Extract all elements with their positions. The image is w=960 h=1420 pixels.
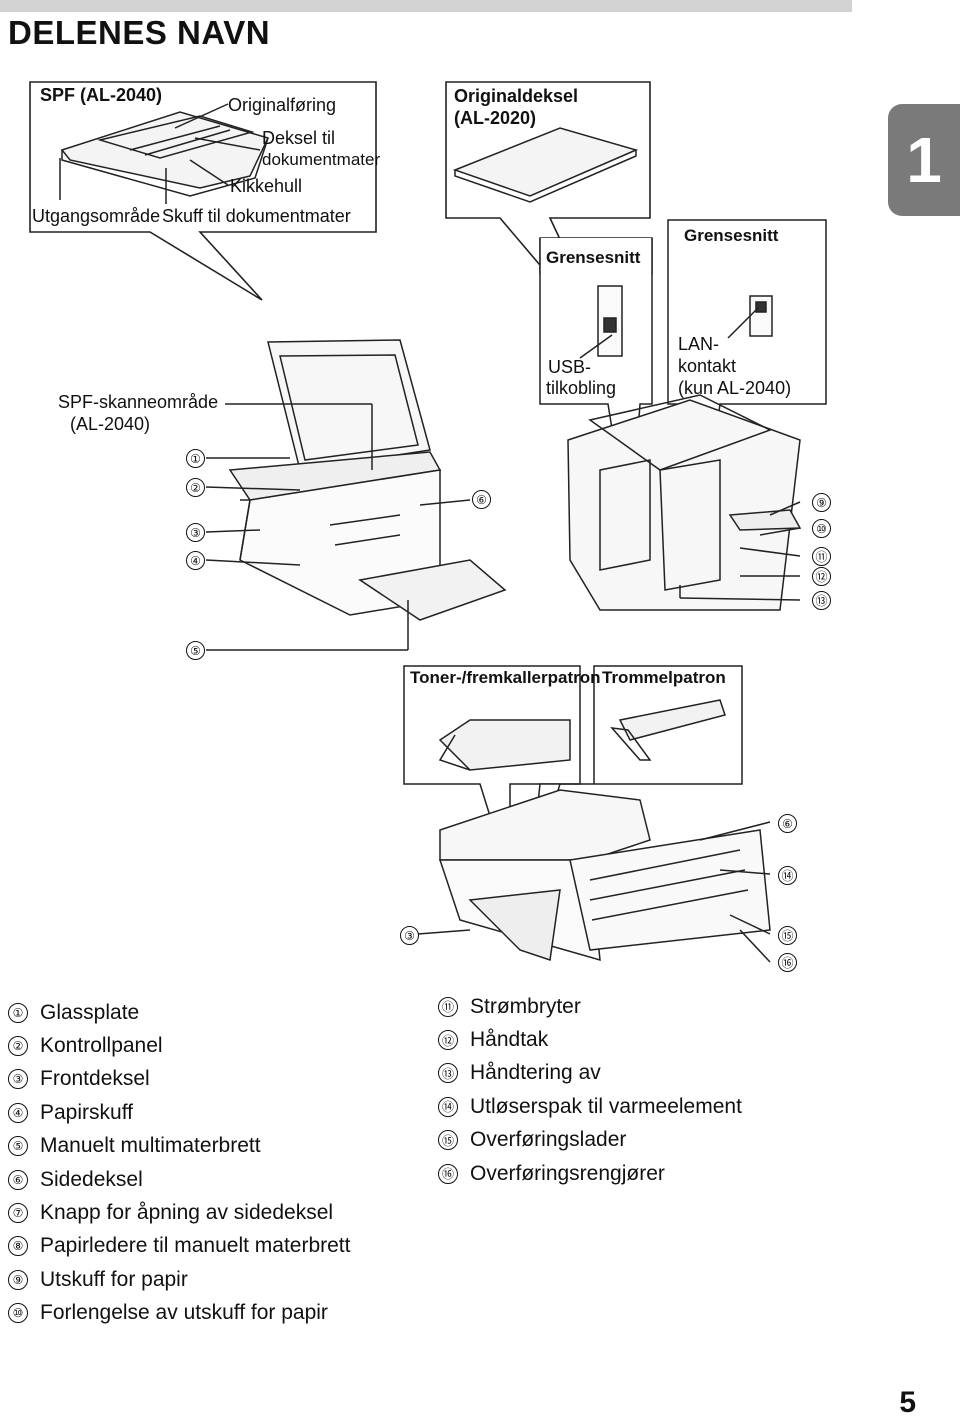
marker-13: ⑬: [812, 591, 831, 610]
marker-10: ⑩: [812, 519, 831, 538]
label-grensesnitt-2: Grensesnitt: [684, 226, 779, 245]
legend-label: Håndtering av: [470, 1061, 601, 1085]
marker-6-lower: ⑥: [778, 814, 797, 833]
label-originalforing: Originalføring: [228, 95, 337, 115]
legend-number: ⑪: [438, 996, 458, 1017]
label-deksel-line2: dokumentmater: [262, 150, 381, 169]
legend-number: ⑥: [8, 1169, 28, 1190]
legend-label: Sidedeksel: [40, 1167, 143, 1191]
page-number: 5: [899, 1386, 916, 1419]
legend-item: ⑯ Overføringsrengjører: [438, 1157, 742, 1190]
spf-title: SPF (AL-2040): [40, 85, 163, 105]
legend-number: ⑮: [438, 1130, 458, 1151]
legend-label: Forlengelse av utskuff for papir: [40, 1301, 328, 1325]
legend-label: Utløserspak til varmeelement: [470, 1094, 742, 1118]
legend-item: ② Kontrollpanel: [8, 1029, 350, 1062]
spf-feeder-drawing: [60, 111, 270, 197]
top-rule: [0, 0, 852, 12]
legend-number: ⑤: [8, 1136, 28, 1157]
label-originaldeksel-line2: (AL-2020): [454, 108, 537, 128]
legend-label: Frontdeksel: [40, 1067, 150, 1091]
marker-11: ⑪: [812, 547, 831, 566]
legend-item: ⑧ Papirledere til manuelt materbrett: [8, 1230, 350, 1263]
legend-item: ⑬ Håndtering av: [438, 1057, 742, 1090]
marker-9: ⑨: [812, 493, 831, 512]
label-originaldeksel-line1: Originaldeksel: [454, 86, 579, 106]
legend-number: ③: [8, 1069, 28, 1090]
legend-label: Papirledere til manuelt materbrett: [40, 1234, 351, 1258]
marker-2: ②: [186, 478, 205, 497]
chapter-tab: 1: [888, 104, 960, 216]
legend-label: Papirskuff: [40, 1100, 133, 1124]
legend-label: Knapp for åpning av sidedeksel: [40, 1201, 334, 1225]
legend-right: ⑪ Strømbryter ⑫ Håndtak ⑬ Håndtering av ⑭ Ut…: [438, 990, 742, 1190]
label-spf-scan-line2: (AL-2040): [70, 414, 151, 434]
label-utgangsomrade: Utgangsområde: [32, 206, 161, 226]
label-trommel: Trommelpatron: [602, 668, 726, 687]
label-skuff: Skuff til dokumentmater: [162, 206, 351, 226]
legend-item: ⑪ Strømbryter: [438, 990, 742, 1023]
toner-cartridge-drawing: [438, 719, 571, 771]
label-lan-line1: LAN-: [678, 334, 720, 354]
legend-number: ⑧: [8, 1236, 28, 1257]
label-spf-scan-line1: SPF-skanneområde: [58, 392, 219, 412]
legend-number: ⑭: [438, 1096, 458, 1117]
legend-label: Overføringsrengjører: [470, 1161, 665, 1185]
legend-label: Manuelt multimaterbrett: [40, 1134, 261, 1158]
label-lan-line2: kontakt: [678, 356, 737, 376]
marker-16: ⑯: [778, 953, 797, 972]
legend-item: ⑭ Utløserspak til varmeelement: [438, 1090, 742, 1123]
legend-label: Glassplate: [40, 1000, 140, 1024]
legend-label: Utskuff for papir: [40, 1267, 188, 1291]
legend-item: ⑮ Overføringslader: [438, 1124, 742, 1157]
legend-number: ⑯: [438, 1163, 458, 1184]
marker-3-lower: ③: [400, 926, 419, 945]
originaldeksel-drawing: [452, 127, 639, 203]
legend-item: ⑨ Utskuff for papir: [8, 1263, 350, 1296]
marker-6: ⑥: [472, 490, 491, 509]
marker-1: ①: [186, 449, 205, 468]
label-kikkehull: Kikkehull: [230, 176, 303, 196]
marker-3: ③: [186, 523, 205, 542]
marker-4: ④: [186, 551, 205, 570]
legend-number: ⑨: [8, 1269, 28, 1290]
marker-12: ⑫: [812, 567, 831, 586]
legend-label: Håndtak: [470, 1028, 549, 1052]
copier-rear-drawing: [567, 394, 802, 611]
copier-open-drawing: [438, 789, 771, 962]
drum-cartridge-drawing: [610, 699, 726, 761]
legend-item: ⑤ Manuelt multimaterbrett: [8, 1130, 350, 1163]
legend-label: Strømbryter: [470, 994, 581, 1018]
legend-number: ⑦: [8, 1203, 28, 1224]
label-toner: Toner-/fremkallerpatron: [410, 668, 601, 687]
legend-item: ⑦ Knapp for åpning av sidedeksel: [8, 1196, 350, 1229]
legend-label: Kontrollpanel: [40, 1034, 163, 1058]
legend-number: ⑫: [438, 1030, 458, 1051]
legend-number: ⑩: [8, 1303, 28, 1324]
label-grensesnitt-1: Grensesnitt: [546, 248, 641, 267]
legend-number: ②: [8, 1036, 28, 1057]
page-title: DELENES NAVN: [8, 14, 271, 51]
legend-item: ⑥ Sidedeksel: [8, 1163, 350, 1196]
marker-5: ⑤: [186, 641, 205, 660]
legend-number: ①: [8, 1002, 28, 1023]
legend-item: ⑫ Håndtak: [438, 1023, 742, 1056]
legend-item: ⑩ Forlengelse av utskuff for papir: [8, 1297, 350, 1330]
copier-front-drawing: [228, 339, 507, 621]
legend-item: ① Glassplate: [8, 996, 350, 1029]
legend-number: ④: [8, 1102, 28, 1123]
legend-item: ④ Papirskuff: [8, 1096, 350, 1129]
label-usb-line1: USB-: [548, 357, 592, 377]
label-lan-line3: (kun AL-2040): [678, 378, 792, 398]
legend-label: Overføringslader: [470, 1128, 627, 1152]
legend-item: ③ Frontdeksel: [8, 1063, 350, 1096]
label-deksel-line1: Deksel til: [262, 128, 336, 148]
marker-14: ⑭: [778, 866, 797, 885]
marker-15: ⑮: [778, 926, 797, 945]
legend-number: ⑬: [438, 1063, 458, 1084]
label-usb-line2: tilkobling: [546, 378, 617, 398]
